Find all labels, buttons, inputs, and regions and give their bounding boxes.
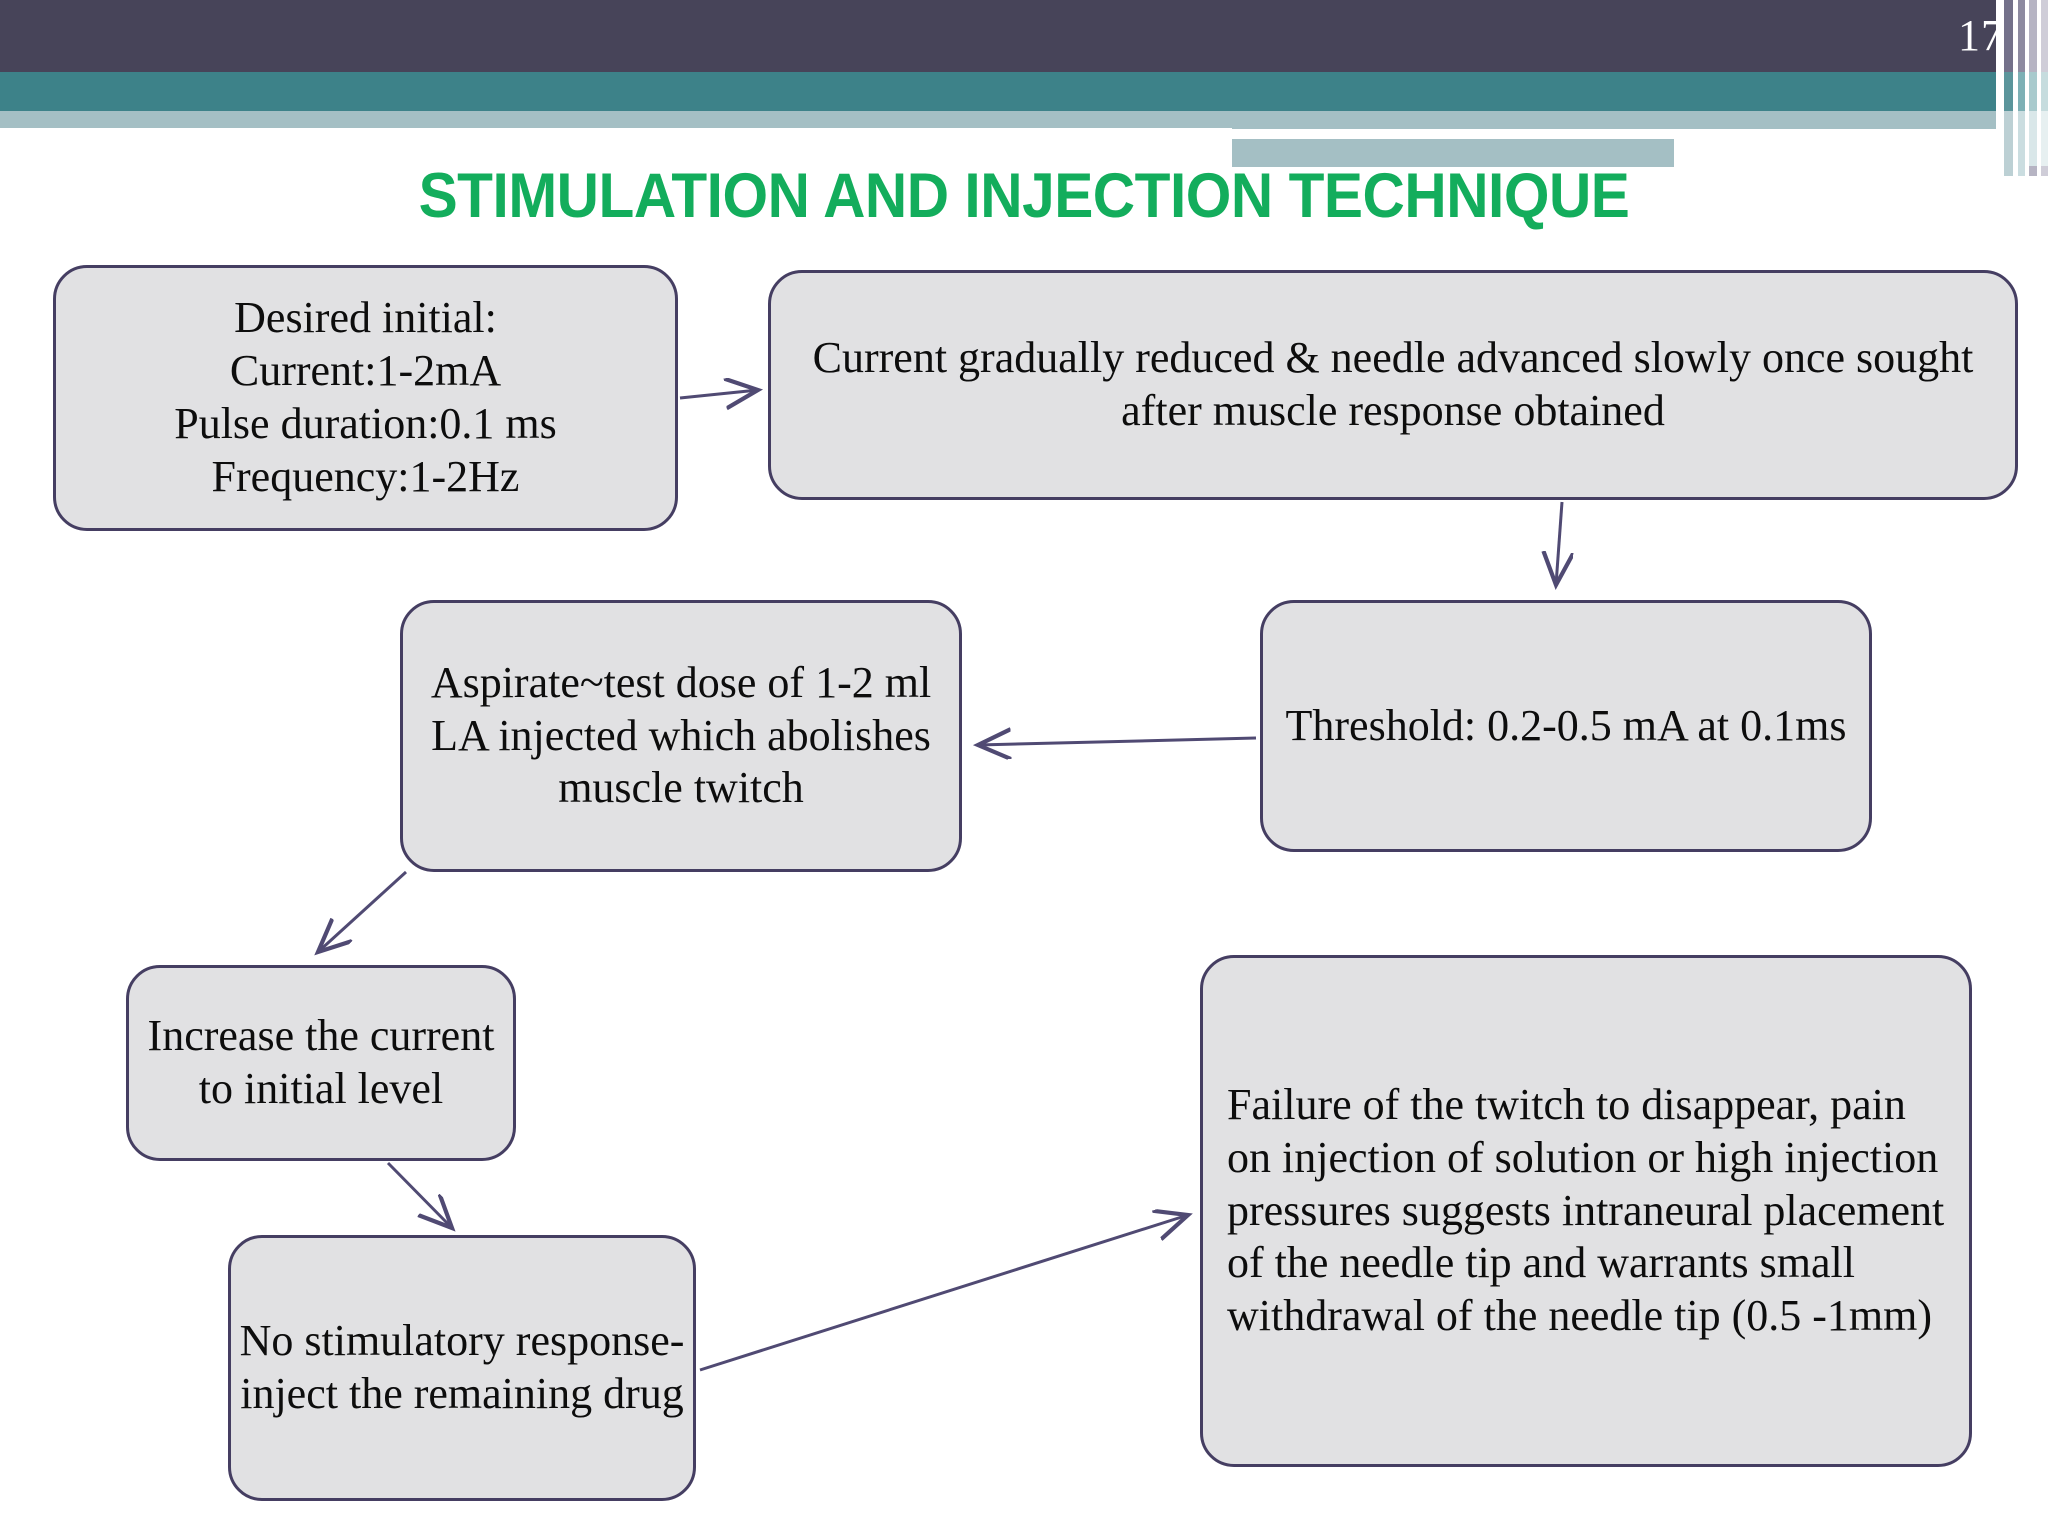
current-reduced-box[interactable]: Current gradually reduced & needle advan… xyxy=(768,270,2018,500)
arrow-threshold-to-aspirate xyxy=(978,738,1257,745)
header-stripe-1 xyxy=(1996,0,2004,176)
increase-current-text: Increase the current to initial level xyxy=(147,1011,495,1113)
header-stripe-7 xyxy=(2037,0,2041,176)
failure-of-twitch-text: Failure of the twitch to disappear, pain… xyxy=(1227,1080,1945,1341)
arrow-desired-to-reduced xyxy=(679,390,758,398)
increase-current-box[interactable]: Increase the current to initial level xyxy=(126,965,516,1161)
header-light-band-left xyxy=(0,111,1232,128)
header-stripe-light-3 xyxy=(2029,111,2037,166)
header-white-block-right xyxy=(1674,139,2048,167)
threshold-text: Threshold: 0.2-0.5 mA at 0.1ms xyxy=(1285,700,1847,750)
desired-initial-text: Desired initial: Current:1-2mA Pulse dur… xyxy=(174,293,557,501)
no-stimulatory-response-box[interactable]: No stimulatory response-inject the remai… xyxy=(228,1235,696,1501)
aspirate-text: Aspirate~test dose of 1-2 ml LA injected… xyxy=(430,657,932,813)
arrow-reduced-to-threshold xyxy=(1556,501,1562,585)
arrow-increase-to-nostim xyxy=(386,1161,452,1228)
header-stripe-light-1 xyxy=(2004,111,2013,176)
header-dark-band xyxy=(0,0,2048,72)
header-stripe-light-4 xyxy=(2041,111,2048,166)
page-title: STIMULATION AND INJECTION TECHNIQUE xyxy=(418,161,1630,231)
aspirate-test-dose-box[interactable]: Aspirate~test dose of 1-2 ml LA injected… xyxy=(400,600,962,872)
no-stimulatory-response-text: No stimulatory response-inject the remai… xyxy=(239,1316,685,1418)
header-white-gap-right xyxy=(1232,129,1920,139)
header-stripe-teal-1 xyxy=(2004,72,2013,111)
header-teal-band xyxy=(0,72,2048,111)
arrow-aspirate-to-increase xyxy=(318,870,408,952)
header-stripe-teal-2 xyxy=(2018,72,2025,111)
header-light-band-right-1 xyxy=(1232,111,2048,129)
header-stripe-5 xyxy=(2025,0,2029,176)
header-stripe-teal-4 xyxy=(2041,72,2048,111)
failure-of-twitch-box[interactable]: Failure of the twitch to disappear, pain… xyxy=(1200,955,1972,1467)
threshold-box[interactable]: Threshold: 0.2-0.5 mA at 0.1ms xyxy=(1260,600,1872,852)
header-light-band-right-2 xyxy=(1232,139,1674,167)
page-number: 17 xyxy=(1958,11,2004,60)
desired-initial-box[interactable]: Desired initial: Current:1-2mA Pulse dur… xyxy=(53,265,678,531)
current-reduced-text: Current gradually reduced & needle advan… xyxy=(812,333,1974,435)
header-stripe-teal-3 xyxy=(2029,72,2037,111)
header-stripe-3 xyxy=(2013,0,2018,176)
arrow-nostim-to-failure xyxy=(699,1215,1188,1372)
header-stripe-light-2 xyxy=(2018,111,2025,176)
